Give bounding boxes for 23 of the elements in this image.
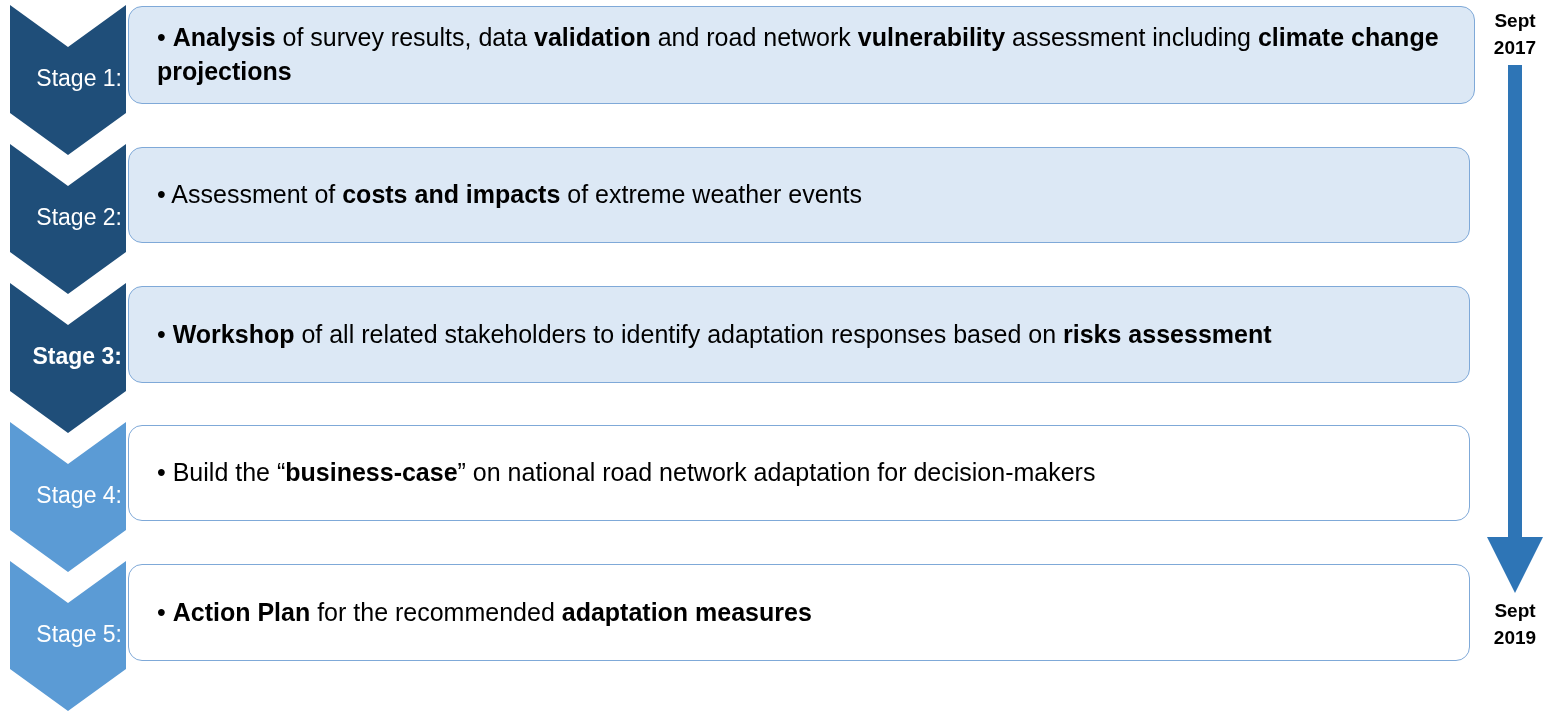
date-label: Sept 2019 xyxy=(1475,598,1553,652)
stage-box xyxy=(128,564,1470,661)
chevron-shape xyxy=(10,561,126,711)
timeline-arrow xyxy=(1487,65,1543,593)
stage-description: • Analysis of survey results, data validation and road network vulnerability assessment including climate change projections xyxy=(157,22,1440,87)
stage-description: • Workshop of all related stakeholders to identify adaptation responses based on risks assessment xyxy=(157,318,1272,350)
stage-label: Stage 5: xyxy=(35,621,122,648)
stage-description: • Action Plan for the recommended adaptation measures xyxy=(157,596,812,628)
stage-label: Stage 2: xyxy=(35,204,122,231)
chevron-shape xyxy=(10,422,126,572)
chevron-shape xyxy=(10,5,126,155)
stage-box xyxy=(128,147,1470,243)
stage-box xyxy=(128,425,1470,521)
stage-box xyxy=(128,6,1475,104)
stage-description: • Assessment of costs and impacts of extreme weather events xyxy=(157,179,862,211)
chevron-shape xyxy=(10,283,126,433)
stage-label: Stage 1: xyxy=(35,65,122,92)
chevron-shape xyxy=(10,144,126,294)
stage-label: Stage 3: xyxy=(31,343,122,370)
date-label: Sept 2017 xyxy=(1475,8,1553,62)
stage-label: Stage 4: xyxy=(35,482,122,509)
stage-box xyxy=(128,286,1470,383)
stage-description: • Build the “business-case” on national road network adaptation for decision-makers xyxy=(157,457,1096,489)
